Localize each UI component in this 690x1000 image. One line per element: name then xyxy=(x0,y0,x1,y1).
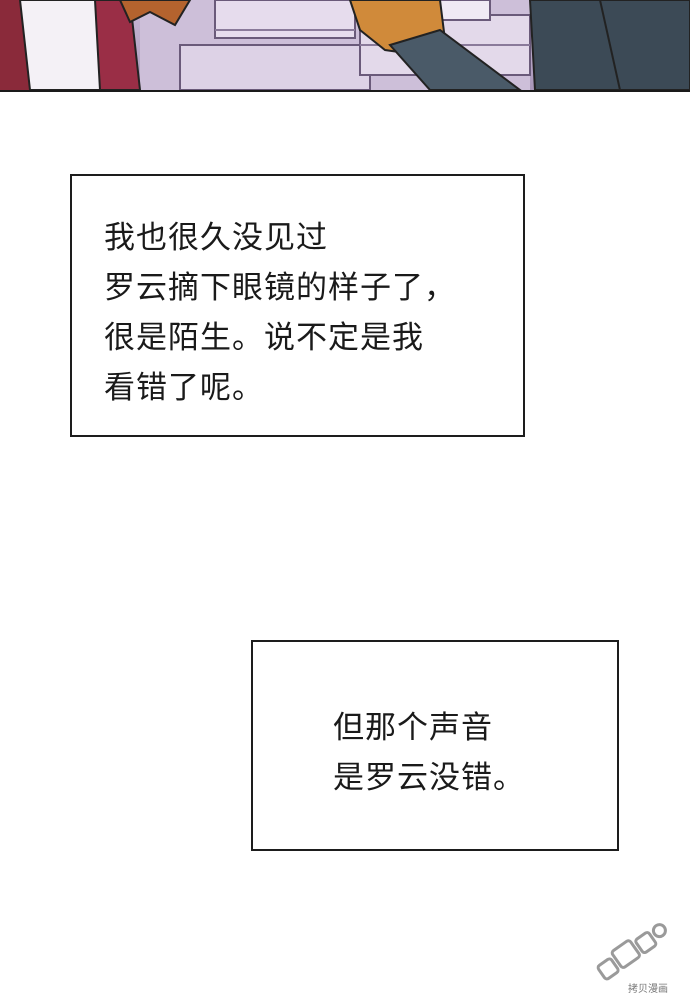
top-manga-panel xyxy=(0,0,690,92)
watermark-text: 拷贝漫画 xyxy=(628,984,668,995)
classroom-illustration xyxy=(0,0,690,90)
narration-text-1: 我也很久没见过 罗云摘下眼镜的样子了， 很是陌生。说不定是我 看错了呢。 xyxy=(104,220,456,406)
narration-box-1: 我也很久没见过 罗云摘下眼镜的样子了， 很是陌生。说不定是我 看错了呢。 xyxy=(70,174,525,437)
watermark-logo-icon xyxy=(596,923,667,981)
narration-text-2: 但那个声音 是罗云没错。 xyxy=(333,710,525,796)
narration-box-2: 但那个声音 是罗云没错。 xyxy=(251,640,619,851)
